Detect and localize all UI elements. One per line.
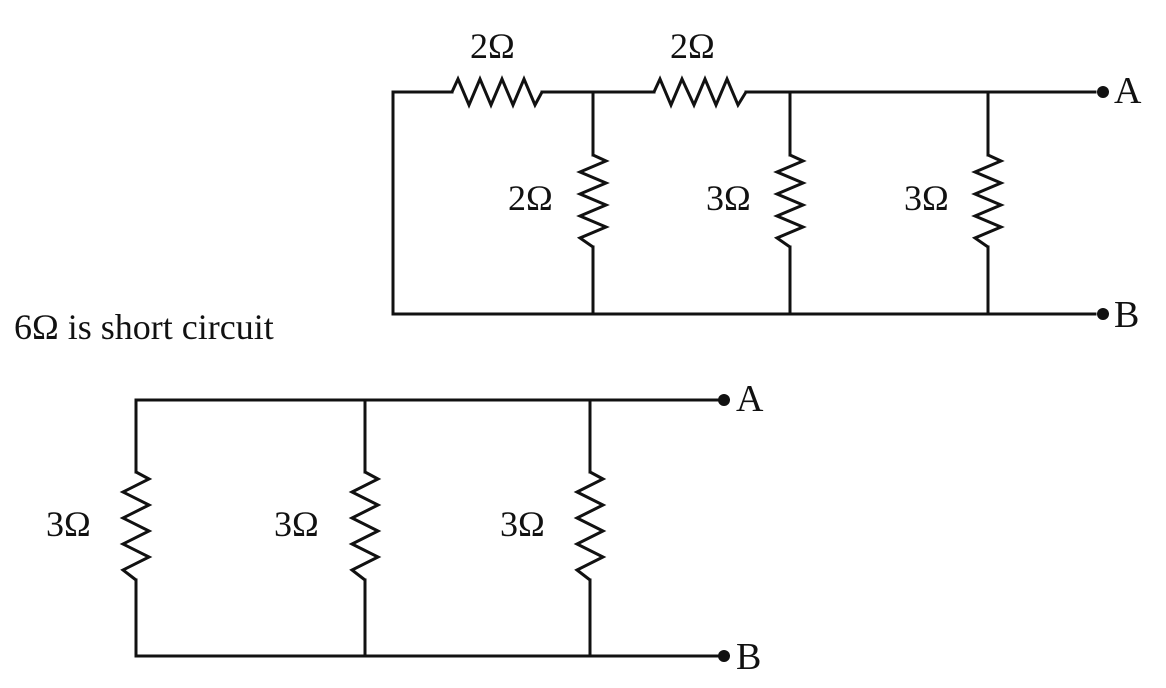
- top-shunt-resistor-2: [773, 153, 807, 249]
- bottom-terminal-b-node: [718, 650, 730, 662]
- top-circuit: 2Ω 2Ω 2Ω 3Ω 3Ω A B: [391, 26, 1142, 336]
- top-left-resistor: [450, 75, 544, 109]
- top-right-resistor: [652, 75, 748, 109]
- top-shunt-resistor-2-label: 3Ω: [706, 178, 751, 218]
- bottom-shunt-resistor-2: [348, 470, 382, 582]
- top-shunt-resistor-3: [971, 153, 1005, 249]
- bottom-circuit: 3Ω 3Ω 3Ω A B: [46, 378, 764, 678]
- top-terminal-a-node: [1097, 86, 1109, 98]
- bottom-shunt-resistor-3-label: 3Ω: [500, 504, 545, 544]
- top-shunt-resistor-1: [576, 153, 610, 249]
- bottom-terminal-a-label: A: [736, 378, 764, 420]
- top-terminal-b-label: B: [1114, 294, 1139, 336]
- top-left-resistor-label: 2Ω: [470, 26, 515, 66]
- bottom-shunt-resistor-3: [573, 470, 607, 582]
- top-terminal-a-label: A: [1114, 70, 1142, 112]
- short-circuit-note: 6Ω is short circuit: [14, 307, 274, 347]
- top-shunt-resistor-1-label: 2Ω: [508, 178, 553, 218]
- bottom-terminal-b-label: B: [736, 636, 761, 678]
- top-right-resistor-label: 2Ω: [670, 26, 715, 66]
- top-circuit-wires: [391, 90, 1097, 316]
- bottom-shunt-resistor-2-label: 3Ω: [274, 504, 319, 544]
- bottom-terminal-a-node: [718, 394, 730, 406]
- bottom-circuit-wires: [134, 398, 720, 658]
- bottom-shunt-resistor-1-label: 3Ω: [46, 504, 91, 544]
- bottom-shunt-resistor-1: [119, 470, 153, 582]
- top-shunt-resistor-3-label: 3Ω: [904, 178, 949, 218]
- top-terminal-b-node: [1097, 308, 1109, 320]
